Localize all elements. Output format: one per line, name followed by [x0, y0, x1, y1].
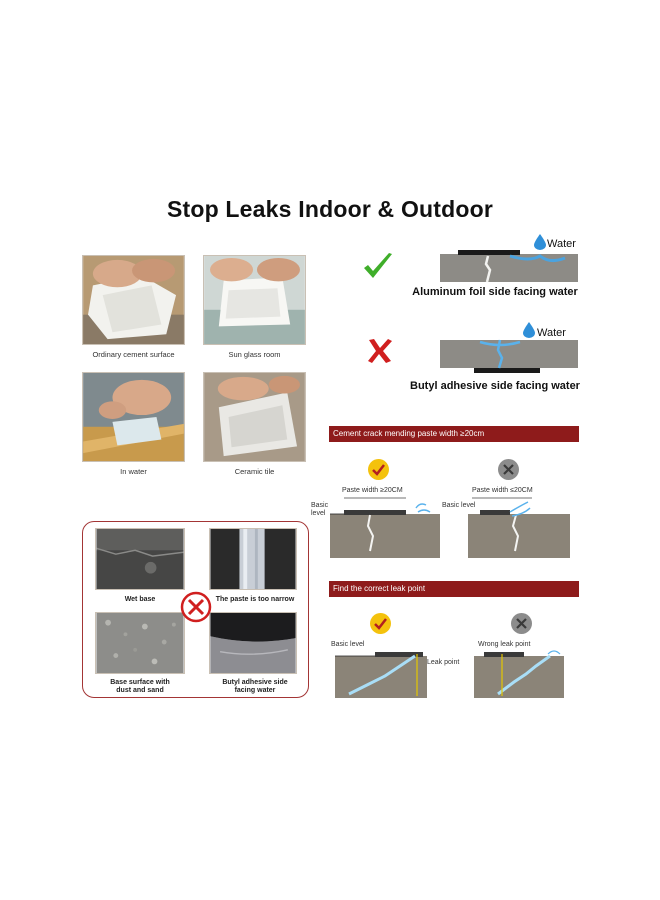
- photo-caption: Ceramic tile: [234, 467, 275, 476]
- mistake-photo-narrow-paste: [209, 528, 297, 590]
- photo-ceramic-tile: [203, 372, 306, 462]
- facing-correct-caption: Aluminum foil side facing water: [412, 286, 578, 298]
- diagram-crack-wide-paste: [330, 497, 440, 558]
- diagram-crack-narrow-paste: [468, 497, 570, 558]
- photo-in-water: [82, 372, 185, 462]
- photo-caption: Sun glass room: [228, 350, 281, 359]
- mistake-caption: Base surface with dust and sand: [110, 679, 170, 695]
- water-drop-icon: [523, 322, 535, 338]
- paste-width-label: Paste width ≤20CM: [472, 487, 533, 494]
- wrong-leak-point-label: Wrong leak point: [478, 641, 531, 648]
- leak-point-label: Leak point: [427, 659, 460, 666]
- water-label: Water: [547, 238, 576, 250]
- mistake-caption: Butyl adhesive side facing water: [222, 679, 288, 695]
- basic-level-label: Basic level: [331, 641, 365, 648]
- x-badge: [511, 613, 532, 634]
- diagram-foil-facing-water: [440, 250, 578, 283]
- water-drop-icon: [534, 234, 546, 250]
- basic-level-label: Basic level: [311, 502, 329, 518]
- crack-section-banner: Cement crack mending paste width ≥20cm: [329, 426, 579, 442]
- check-icon: [372, 464, 385, 476]
- leak-section-banner: Find the correct leak point: [329, 581, 579, 597]
- basic-level-label: Basic level: [442, 502, 476, 509]
- water-label: Water: [537, 327, 566, 339]
- check-icon: [374, 618, 387, 630]
- mistakes-panel: Wet base The paste is too narrow Base su…: [82, 521, 309, 698]
- photo-sun-glass-room: [203, 255, 306, 345]
- diagram-correct-leak-point: [335, 652, 427, 698]
- x-circle-icon: [516, 618, 527, 629]
- mistake-caption: The paste is too narrow: [215, 596, 295, 603]
- mistake-photo-dust-sand: [95, 612, 185, 674]
- x-circle-icon: [503, 464, 514, 475]
- diagram-butyl-facing-water: [440, 339, 578, 373]
- check-badge: [368, 459, 389, 480]
- page-title: Stop Leaks Indoor & Outdoor: [166, 196, 494, 222]
- photo-caption: Ordinary cement surface: [92, 350, 175, 359]
- check-icon: [364, 253, 392, 278]
- diagram-wrong-leak-point: [474, 650, 564, 698]
- facing-wrong-caption: Butyl adhesive side facing water: [410, 380, 580, 392]
- x-circle-icon: [180, 591, 212, 623]
- photo-caption: In water: [120, 467, 147, 476]
- paste-width-label: Paste width ≥20CM: [342, 487, 403, 494]
- photo-cement-surface: [82, 255, 185, 345]
- cross-icon: [368, 339, 392, 363]
- mistake-caption: Wet base: [124, 596, 156, 603]
- mistake-photo-wet-base: [95, 528, 185, 590]
- check-badge: [370, 613, 391, 634]
- x-badge: [498, 459, 519, 480]
- mistake-photo-butyl-facing-water: [209, 612, 297, 674]
